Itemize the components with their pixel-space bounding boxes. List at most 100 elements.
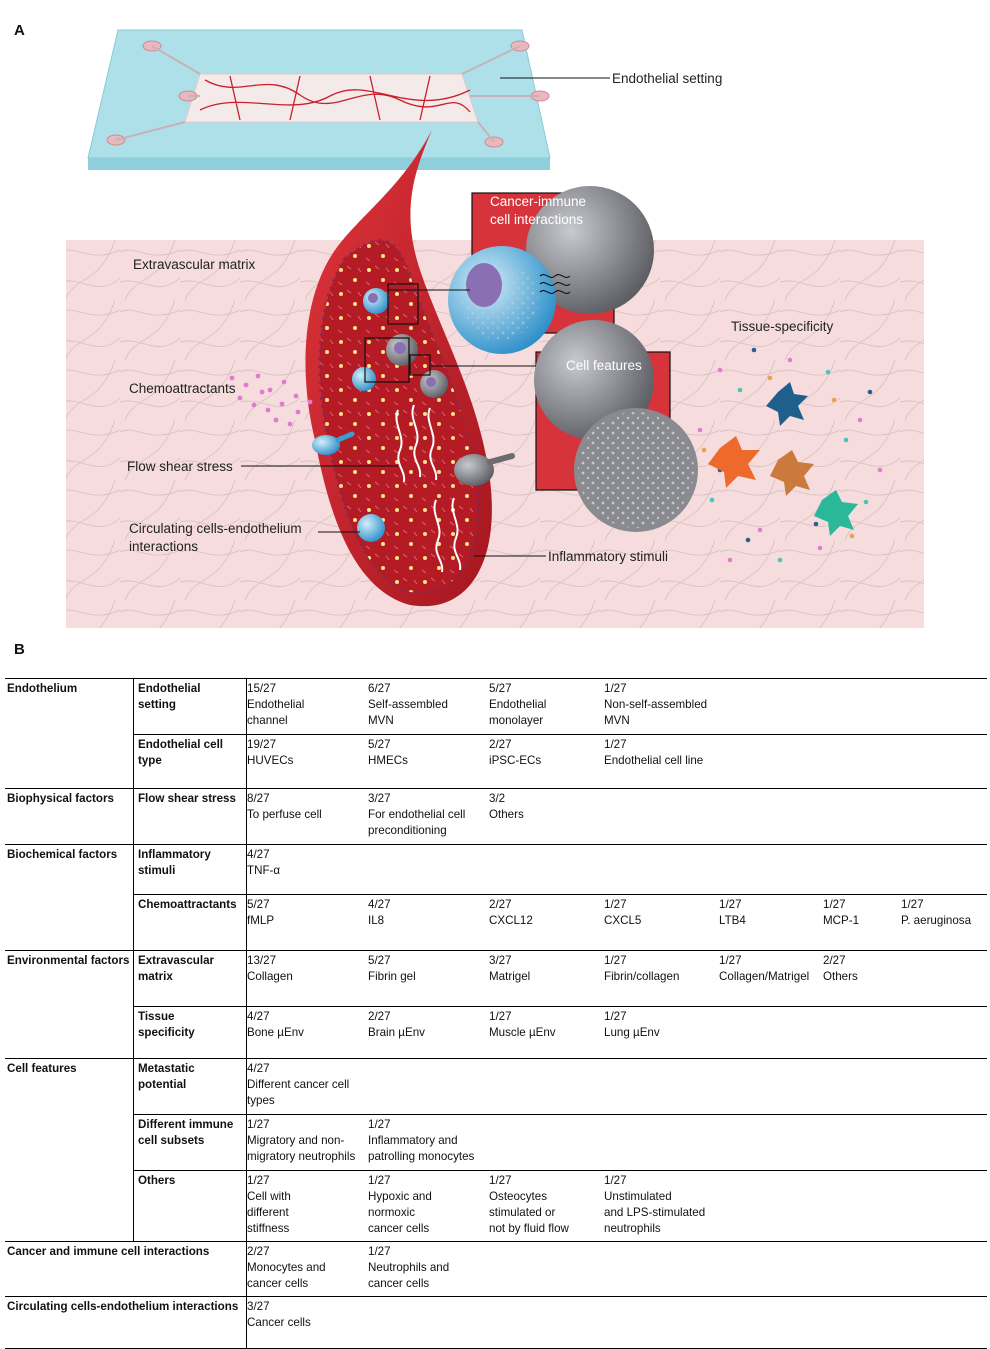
table-category — [5, 895, 133, 951]
inset-cancer-immune-title-2: cell interactions — [490, 212, 583, 227]
table-category: Environmental factors — [5, 950, 134, 1007]
table-value-cell — [901, 681, 987, 729]
table-category — [5, 1115, 133, 1171]
table-category: Biophysical factors — [5, 788, 134, 845]
table-value-cell: 5/27 HMECs — [368, 738, 408, 767]
panel-a-letter: A — [14, 22, 25, 39]
table-value-cell: 3/27 Matrigel — [489, 954, 531, 983]
table-value-cell: 2/27 iPSC-ECs — [489, 738, 542, 767]
table-value-cell — [823, 1117, 901, 1165]
table-subcategory: Tissue specificity — [132, 1006, 247, 1059]
table-value-cell: 19/27 HUVECs — [247, 738, 294, 767]
table-category: Cell features — [5, 1058, 134, 1115]
inset-cancer-immune: Cancer-immune cell interactions — [448, 186, 654, 354]
table-value-cell — [901, 1009, 987, 1041]
table-value-cell: 4/27 Bone µEnv — [247, 1010, 304, 1039]
table-value-cell — [823, 681, 901, 729]
table-value-cell: 4/27 IL8 — [368, 898, 391, 927]
migrating-immune-cells — [312, 431, 355, 455]
table-value-cell — [368, 1299, 489, 1331]
table-value-cell — [823, 1061, 901, 1109]
table-value-cell: 1/27 Collagen/Matrigel — [719, 954, 810, 983]
tissue-specificity-cells — [697, 347, 883, 563]
table-value-cell: 1/27 Non-self-assembled MVN — [604, 682, 708, 727]
inset-cancer-immune-title-1: Cancer-immune — [490, 194, 586, 209]
table-value-cell: 1/27 Endothelial cell line — [604, 738, 704, 767]
table-value-cell: 4/27 TNF-α — [247, 848, 281, 877]
blood-vessel — [305, 130, 515, 607]
table-value-cell — [719, 1173, 823, 1237]
table-value-cell — [489, 1117, 604, 1165]
table-category — [5, 735, 133, 789]
table-value-cell: 3/27 Cancer cells — [247, 1300, 311, 1329]
leader-lines — [241, 77, 610, 557]
table-value-cell — [719, 791, 823, 839]
table-value-cell — [489, 1061, 604, 1109]
table-value-cell — [719, 737, 823, 769]
table-value-cell — [901, 847, 987, 879]
table-value-cell — [901, 737, 987, 769]
table-value-cell — [901, 1173, 987, 1237]
table-value-cell: 15/27 Endothelial channel — [247, 682, 305, 727]
table-value-cell: 1/27 Muscle µEnv — [489, 1010, 556, 1039]
table-value-cell: 2/27 Others — [823, 954, 858, 983]
table-value-cell — [823, 1173, 901, 1237]
table-value-cell — [823, 1009, 901, 1041]
chemoattractant-particles — [229, 373, 313, 427]
microfluidic-chip — [87, 29, 551, 170]
table-value-cell — [489, 847, 604, 879]
table-subcategory: Different immune cell subsets — [132, 1114, 247, 1171]
table-value-cell: 2/27 Monocytes and cancer cells — [247, 1245, 326, 1290]
inset-cell-features: Cell features — [534, 320, 698, 532]
table-value-cell — [901, 1244, 987, 1292]
table-value-cell: 1/27 Osteocytes stimulated or not by flu… — [489, 1174, 569, 1235]
label-chemoattractants: Chemoattractants — [129, 381, 236, 396]
table-value-cell: 5/27 fMLP — [247, 898, 275, 927]
table-value-cell — [901, 1061, 987, 1109]
table-value-cell — [719, 1009, 823, 1041]
table-value-cell: 1/27 Migratory and non- migratory neutro… — [247, 1118, 356, 1163]
table-subcategory: Endothelial cell type — [132, 734, 247, 789]
table-value-cell — [604, 1117, 719, 1165]
table-value-cell — [489, 1244, 604, 1292]
table-value-cell — [719, 1244, 823, 1292]
table-value-cell — [823, 737, 901, 769]
table-value-cell — [719, 1061, 823, 1109]
label-endothelial-setting: Endothelial setting — [612, 71, 722, 86]
table-value-cell: 1/27 P. aeruginosa — [901, 898, 972, 927]
table-value-cell — [823, 791, 901, 839]
table-value-cell: 1/27 Neutrophils and cancer cells — [368, 1245, 450, 1290]
table-value-cell — [823, 1244, 901, 1292]
table-value-cell: 1/27 Fibrin/collagen — [604, 954, 680, 983]
label-inflammatory-stimuli: Inflammatory stimuli — [548, 549, 668, 564]
table-value-cell — [901, 1299, 987, 1331]
inset-cell-features-title: Cell features — [566, 358, 642, 373]
table-value-cell: 4/27 Different cancer cell types — [247, 1062, 350, 1107]
table-value-cell: 1/27 CXCL5 — [604, 898, 642, 927]
panel-a-diagram: Cancer-immune cell interactions Cell fea… — [66, 29, 924, 628]
table-subcategory: Flow shear stress — [132, 788, 247, 845]
table-value-cell: 2/27 CXCL12 — [489, 898, 533, 927]
panel-b-letter: B — [14, 641, 25, 658]
table-value-cell: 1/27 Inflammatory and patrolling monocyt… — [368, 1118, 475, 1163]
table-subcategory: Endothelial setting — [132, 678, 247, 735]
table-category: Cancer and immune cell interactions — [5, 1241, 247, 1297]
table-value-cell: 3/27 For endothelial cell preconditionin… — [368, 792, 466, 837]
table-value-cell: 1/27 MCP-1 — [823, 898, 860, 927]
table-category — [5, 1007, 133, 1059]
table-subcategory: Inflammatory stimuli — [132, 844, 247, 895]
table-value-cell: 1/27 Cell with different stiffness — [247, 1174, 291, 1235]
table-value-cell: 1/27 LTB4 — [719, 898, 746, 927]
label-circulating-cells-2: interactions — [129, 539, 198, 554]
table-value-cell — [901, 953, 987, 985]
table-value-cell — [719, 1117, 823, 1165]
label-extravascular-matrix: Extravascular matrix — [133, 257, 256, 272]
